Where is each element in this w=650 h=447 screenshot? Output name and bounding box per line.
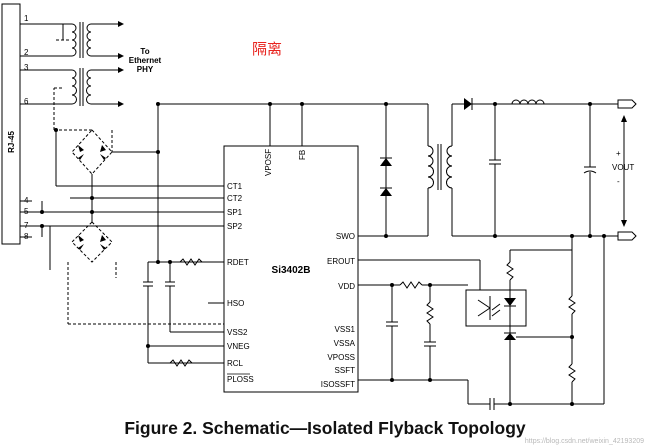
chip-pin-rcl: RCL	[227, 359, 244, 368]
figure-caption: Figure 2. Schematic—Isolated Flyback Top…	[124, 418, 526, 438]
chip-pin-ct2: CT2	[227, 194, 243, 203]
chip-pin-swo: SWO	[336, 232, 355, 241]
feedback-network	[358, 234, 606, 410]
chip-pin-vss1: VSS1	[335, 325, 356, 334]
left-passives	[143, 258, 224, 367]
chip-pin-vposf: VPOSF	[264, 149, 273, 176]
primary-clamp	[358, 102, 429, 238]
chip-pin-rdet: RDET	[227, 258, 249, 267]
chip-name: Si3402B	[272, 265, 311, 276]
pin-number: 6	[24, 97, 29, 106]
chip-pin-vssa: VSSA	[334, 339, 356, 348]
chip-pin-sp1: SP1	[227, 208, 243, 217]
chip-pin-vneg: VNEG	[227, 342, 250, 351]
rj45-connector	[1, 3, 21, 245]
diode-bridge-top	[53, 87, 113, 175]
optocoupler	[465, 289, 527, 327]
chip-pin-isossft: ISOSSFT	[321, 380, 355, 389]
secondary-output	[452, 98, 637, 241]
flyback-transformer	[427, 104, 453, 236]
si3402b-chip	[223, 145, 359, 393]
ethernet-transformer-top	[32, 21, 124, 59]
chip-pin-ploss: PLOSS	[227, 375, 254, 384]
ethernet-transformer-bottom	[32, 67, 124, 107]
watermark: https://blog.csdn.net/weixin_42193209	[525, 438, 644, 445]
chip-pin-vposs: VPOSS	[327, 353, 355, 362]
phy-label-line: PHY	[137, 65, 154, 74]
chip-pin-hso: HSO	[227, 299, 244, 308]
isolation-label: 隔离	[252, 40, 282, 58]
phy-label-line: To	[140, 47, 149, 56]
input-wiring	[32, 103, 388, 270]
vout-plus: +	[616, 149, 621, 158]
chip-pin-fb: FB	[298, 150, 307, 160]
vout-minus: -	[617, 177, 620, 186]
pin-number: 1	[24, 14, 29, 23]
phy-label-line: Ethernet	[129, 56, 162, 65]
secondary-feedback	[504, 234, 576, 406]
pin-number: 2	[24, 48, 29, 57]
connector-pin-lines	[20, 23, 32, 238]
chip-pin-ct1: CT1	[227, 182, 243, 191]
chip-pin-sp2: SP2	[227, 222, 243, 231]
chip-pin-vss2: VSS2	[227, 328, 248, 337]
pin-number: 3	[24, 63, 29, 72]
chip-pin-vdd: VDD	[338, 282, 355, 291]
diode-bridge-bottom	[67, 221, 230, 325]
vout-label: VOUT	[612, 163, 634, 172]
chip-pin-erout: EROUT	[327, 257, 355, 266]
rj45-label: RJ-45	[7, 131, 16, 153]
chip-pin-ssft: SSFT	[335, 366, 356, 375]
